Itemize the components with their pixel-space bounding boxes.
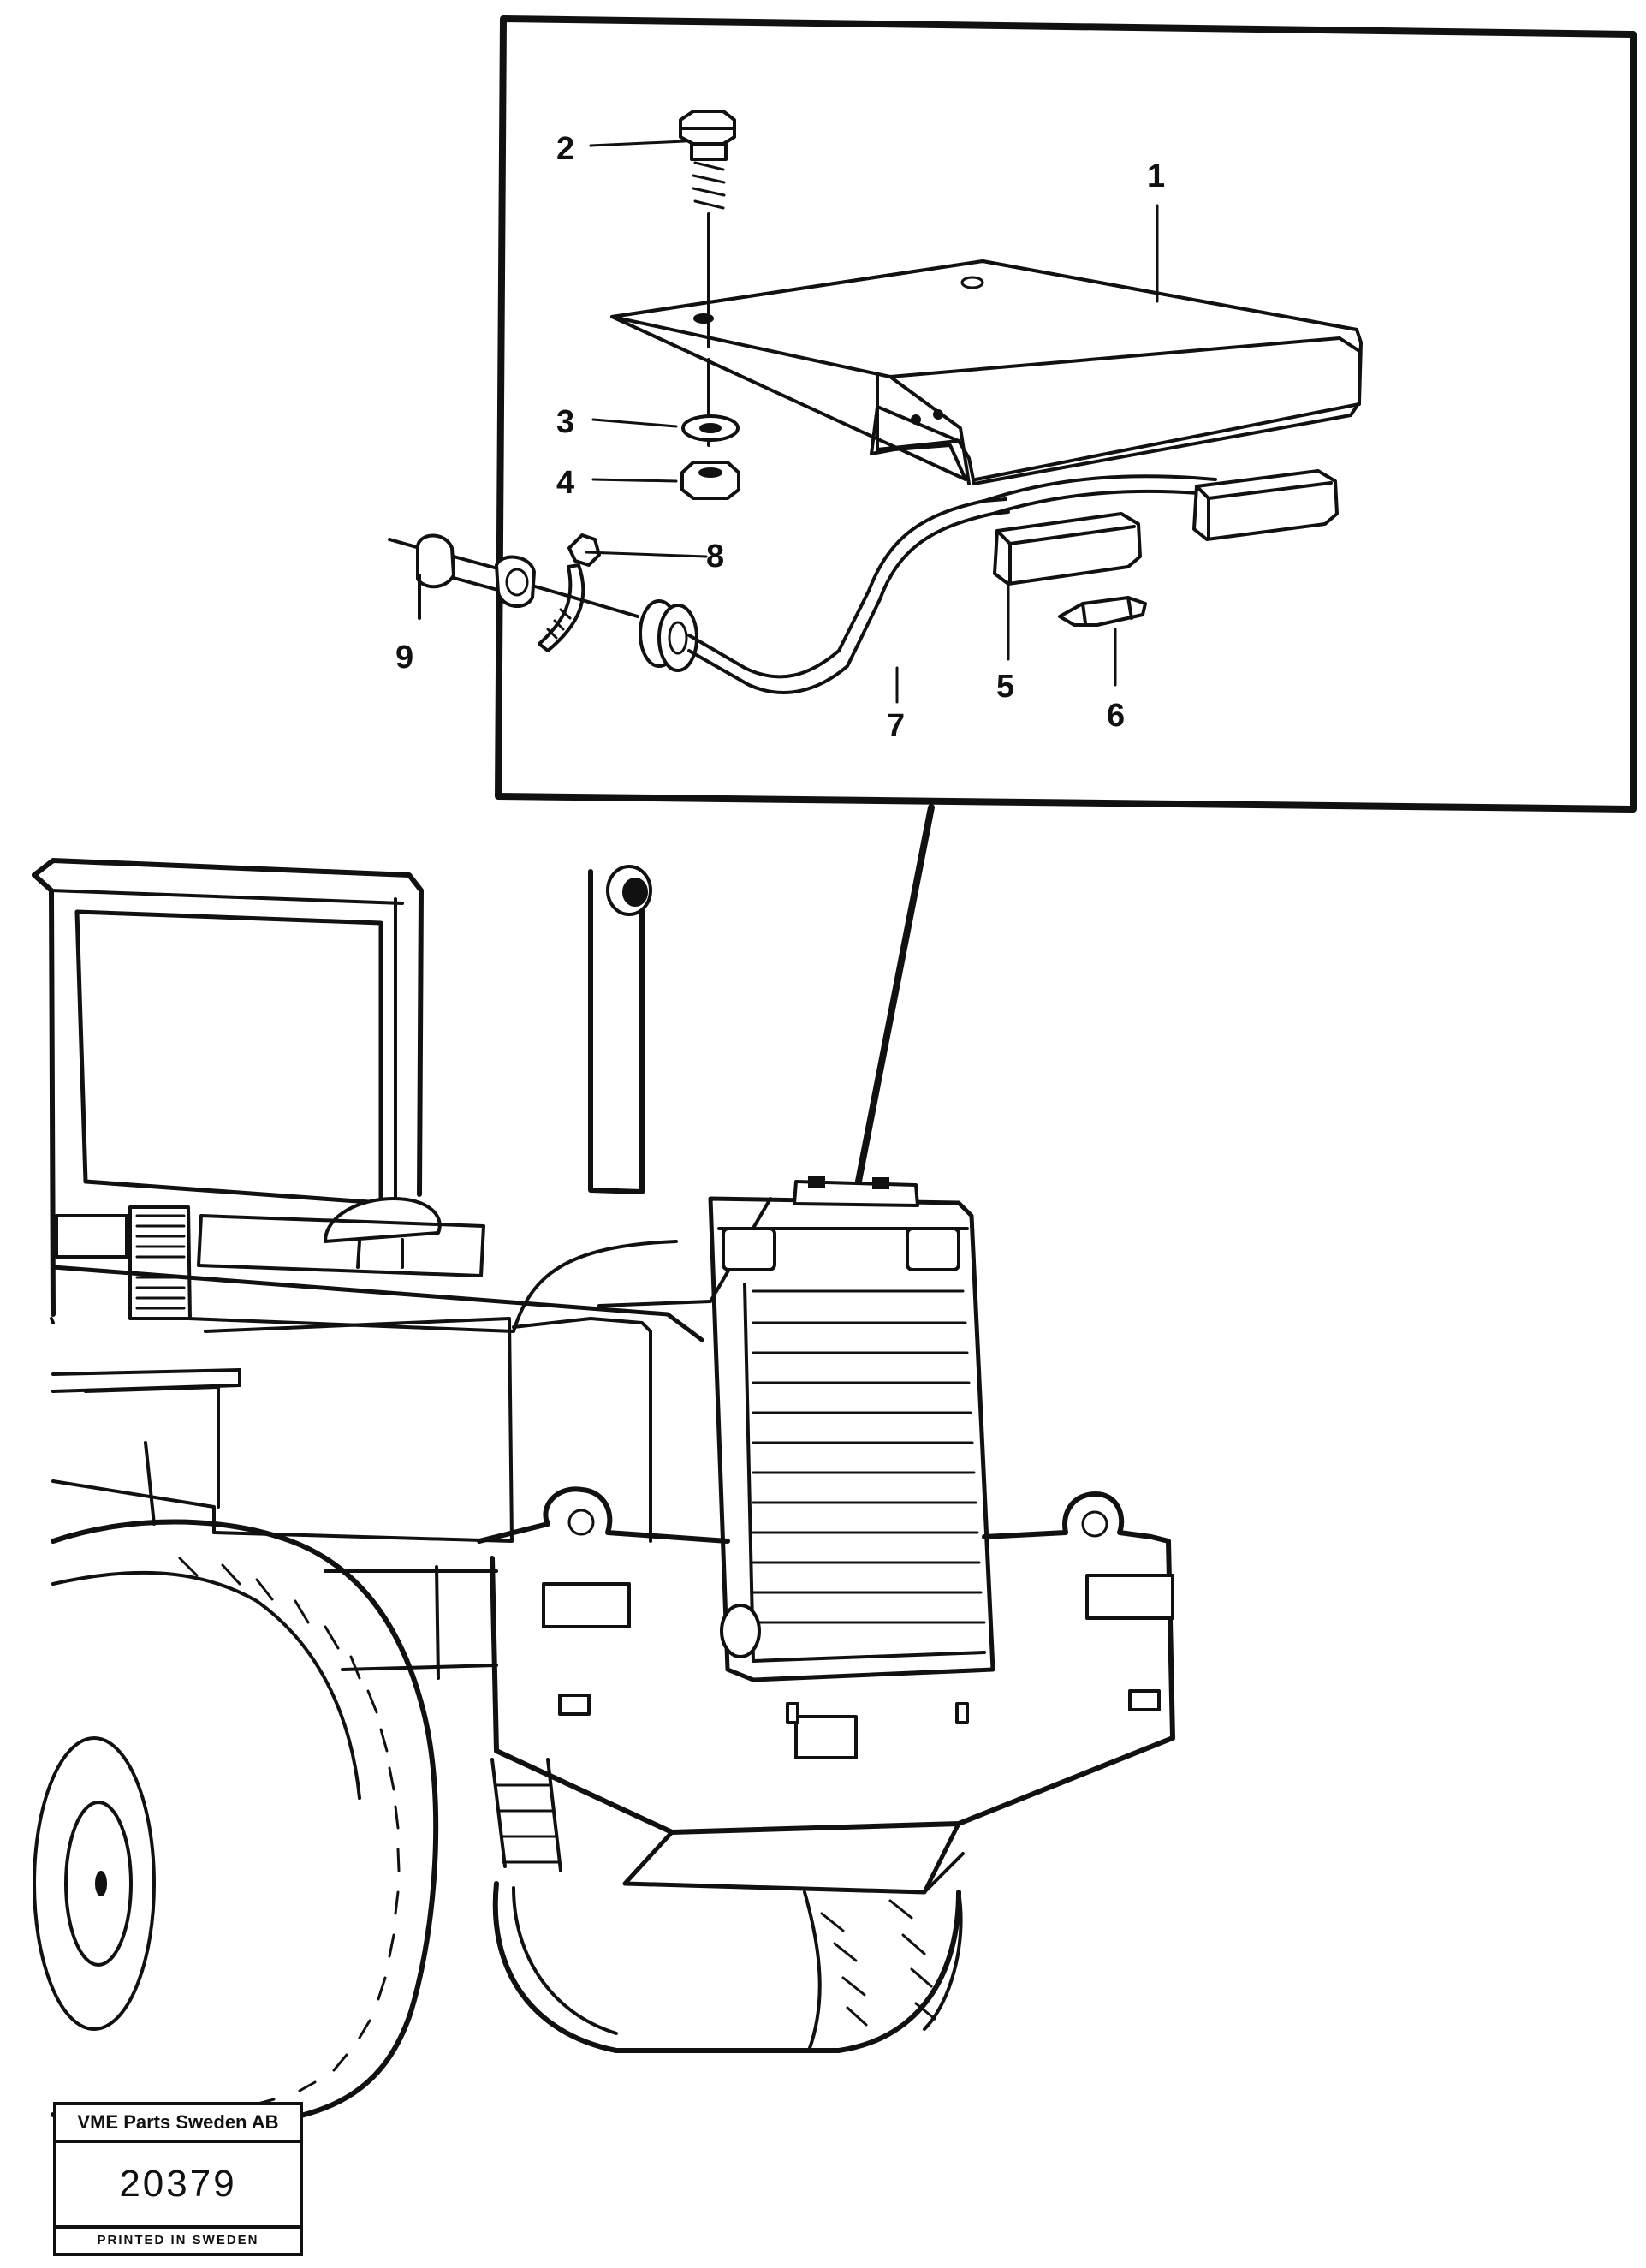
- grommet-part: [563, 593, 698, 672]
- cable-part: [687, 474, 1221, 694]
- nut-part: [680, 461, 740, 500]
- parts-stamp: VME Parts Sweden AB 20379 PRINTED IN SWE…: [53, 2102, 303, 2256]
- lamp-holder-part: [388, 533, 567, 620]
- callout-2: 2: [556, 131, 574, 167]
- wheel-loader-illustration: [32, 858, 1175, 2126]
- second-housing-part: [1192, 469, 1339, 541]
- stamp-company: VME Parts Sweden AB: [56, 2105, 300, 2143]
- callout-6: 6: [1107, 698, 1125, 734]
- callout-8: 8: [706, 539, 724, 574]
- callout-1: 1: [1147, 158, 1165, 194]
- washer-part: [681, 414, 740, 442]
- stamp-printed: PRINTED IN SWEDEN: [56, 2225, 300, 2253]
- cover-plate-part: [610, 259, 1363, 485]
- bulb-part: [1058, 596, 1147, 627]
- detail-inset: [388, 15, 1637, 1198]
- lamp-housing-part: [993, 512, 1142, 586]
- leader-lines: [585, 140, 1159, 704]
- cable-tie-part: [538, 533, 601, 652]
- callout-9: 9: [395, 640, 413, 676]
- callout-7: 7: [887, 708, 905, 744]
- stamp-number: 20379: [119, 2163, 237, 2205]
- callout-4: 4: [556, 465, 574, 501]
- callout-5: 5: [996, 669, 1014, 705]
- bolt-spring-part: [679, 110, 736, 447]
- left-tire: [33, 1519, 439, 2126]
- callout-3: 3: [556, 404, 574, 440]
- right-tire: [492, 1881, 963, 2053]
